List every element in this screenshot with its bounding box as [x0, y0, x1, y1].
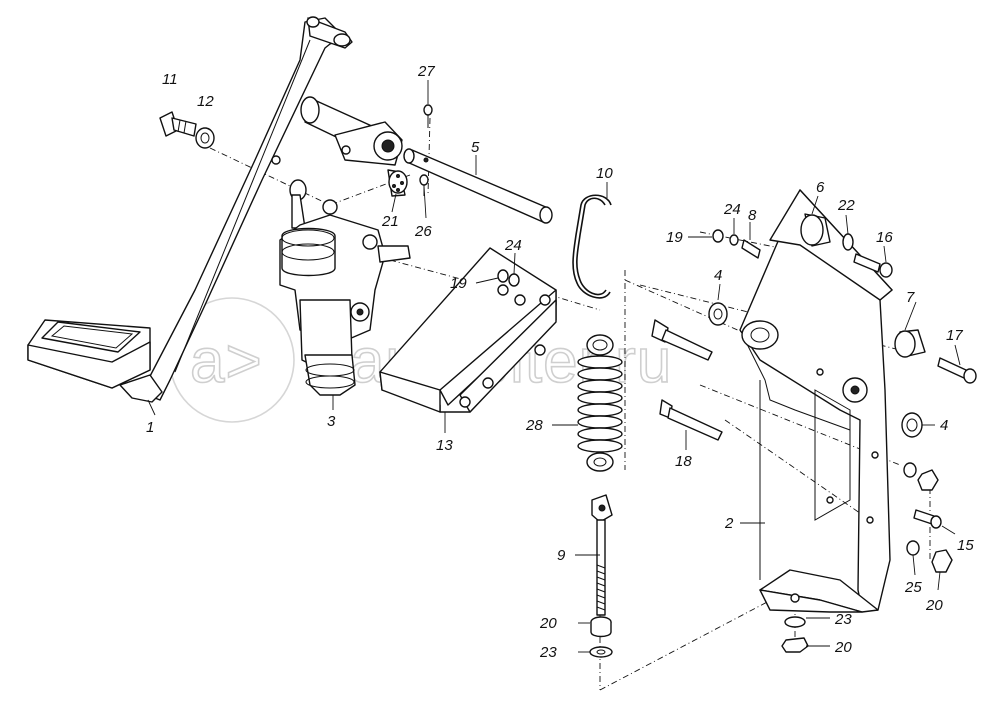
callout-20-right: 20: [925, 597, 943, 614]
pin-part-5: [403, 148, 553, 224]
callout-19-right: 19: [666, 229, 683, 246]
callout-7: 7: [906, 289, 915, 306]
callout-15: 15: [957, 537, 974, 554]
washer-part-4-right: [901, 412, 923, 438]
main-bracket-part-2: [739, 189, 893, 613]
callout-22: 22: [837, 197, 855, 214]
bushing-part-21: [387, 169, 408, 197]
bracket-plate-part-13: [379, 247, 557, 413]
callout-23-right: 23: [834, 611, 852, 628]
callout-2: 2: [724, 515, 734, 532]
washer-part-19-right: [712, 229, 724, 243]
callout-20-bottom: 20: [834, 639, 852, 656]
bolt-part-17: [937, 357, 977, 384]
callout-13: 13: [436, 437, 453, 454]
callout-19-left: 19: [450, 275, 467, 292]
callout-20-left: 20: [539, 615, 557, 632]
washer-part-23-right-upper: [784, 616, 806, 628]
callout-23-left: 23: [539, 644, 557, 661]
washer-part-23-left: [589, 646, 613, 658]
bushing-part-7: [894, 329, 926, 358]
cotter-pin-part-27: [423, 104, 433, 128]
callout-6: 6: [816, 179, 825, 196]
callout-4-right: 4: [940, 417, 948, 434]
bolt-part-18-lower: [659, 399, 723, 441]
bushing-part-12: [195, 127, 215, 149]
bolt-part-18-upper: [651, 319, 713, 361]
callout-5: 5: [471, 139, 480, 156]
callout-24-left: 24: [504, 237, 522, 254]
bolt-part-15: [913, 509, 942, 529]
hook-part-10: [572, 194, 612, 299]
nut-part-20-right: [931, 549, 953, 573]
washer-part-4-left: [708, 302, 728, 326]
nut-part-20-left: [590, 616, 612, 638]
master-cylinder-part-3: [279, 179, 411, 396]
watermark-symbol: a>: [190, 327, 263, 396]
washer-part-24-right: [729, 234, 739, 246]
callout-21: 21: [381, 213, 399, 230]
spring-part-28: [577, 334, 623, 472]
callout-16: 16: [876, 229, 893, 246]
pedal-lever-part-1: [27, 16, 353, 403]
callout-28: 28: [525, 417, 543, 434]
washer-part-24-left: [508, 273, 520, 287]
bushing-part-8: [741, 239, 761, 259]
callout-3: 3: [327, 413, 336, 430]
pedal-shaft-tube: [300, 96, 403, 166]
callout-17: 17: [946, 327, 963, 344]
callout-26: 26: [414, 223, 432, 240]
washer-part-25: [906, 540, 920, 556]
callout-25: 25: [904, 579, 922, 596]
callout-27: 27: [417, 63, 435, 80]
callout-1: 1: [146, 419, 154, 436]
callout-8: 8: [748, 207, 757, 224]
callout-4-upper: 4: [714, 267, 722, 284]
callout-18: 18: [675, 453, 692, 470]
bushing-part-6: [800, 213, 831, 247]
washer-part-22: [842, 233, 854, 251]
callout-11: 11: [162, 71, 178, 88]
bolt-part-11: [159, 111, 197, 137]
leader-lines: [147, 80, 961, 653]
threaded-rod-part-9: [591, 494, 613, 616]
callout-12: 12: [197, 93, 214, 110]
nut-set-right-upper: [903, 462, 939, 491]
callout-24-right: 24: [723, 201, 741, 218]
callout-9: 9: [557, 547, 566, 564]
callout-labels: 1 2 3 4 4 5 6 7 8 9 10 11 12 13 15 16 17…: [146, 63, 974, 661]
nut-part-20-bottom: [781, 637, 809, 653]
bolt-part-16: [853, 253, 893, 278]
washer-part-19-left: [497, 269, 509, 283]
callout-10: 10: [596, 165, 613, 182]
